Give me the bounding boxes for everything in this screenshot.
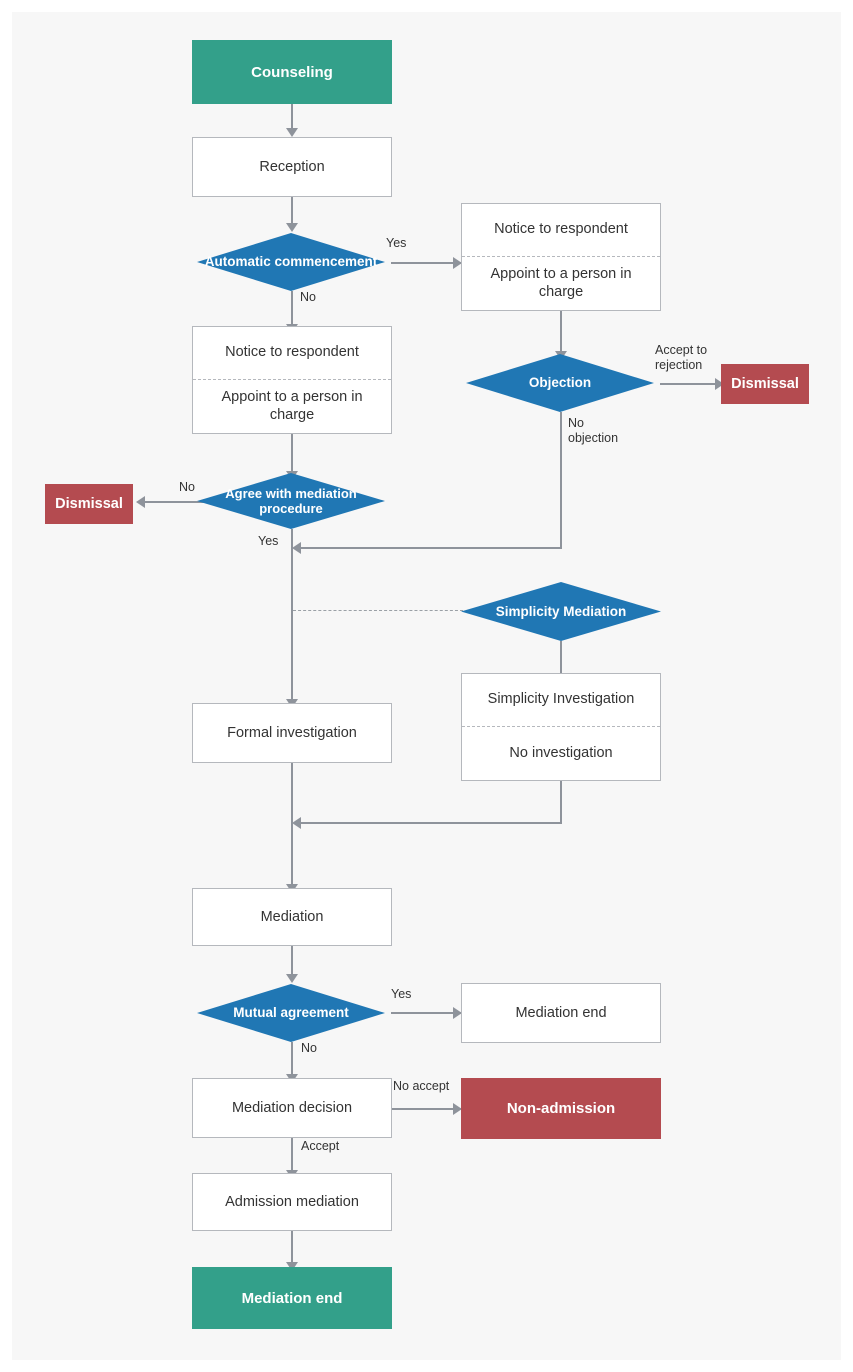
node-mediation[interactable]: Mediation	[192, 888, 392, 946]
arrowhead-dismissal-right	[715, 378, 724, 390]
connector-noticeleft-agree	[291, 434, 293, 475]
connector-objection-noobjection-v	[560, 412, 562, 549]
connector-simpinv-merge-v	[560, 781, 562, 824]
connector-auto-no	[291, 291, 293, 328]
node-simplicity-investigation-top: Simplicity Investigation	[462, 674, 660, 727]
node-formal-investigation[interactable]: Formal investigation	[192, 703, 392, 763]
arrowhead-non-admission	[453, 1103, 462, 1115]
arrowhead-mediation-end-box	[453, 1007, 462, 1019]
edge-label-mutual-no: No	[301, 1041, 317, 1055]
node-formal-investigation-label: Formal investigation	[227, 725, 357, 741]
edge-label-agree-yes: Yes	[258, 534, 279, 548]
node-automatic-commencement[interactable]: Automatic commencement	[197, 233, 385, 291]
node-non-admission-label: Non-admission	[506, 1100, 616, 1117]
connector-mutual-mediationend	[391, 1012, 467, 1014]
connector-decision-nonadmission	[391, 1108, 467, 1110]
node-simplicity-investigation-bottom: No investigation	[509, 744, 613, 761]
edge-label-auto-yes: Yes	[386, 236, 407, 250]
node-notice-respondent-left-top: Notice to respondent	[193, 327, 391, 380]
node-counseling-label: Counseling	[251, 63, 333, 81]
node-mediation-label: Mediation	[260, 909, 324, 925]
edge-label-auto-no: No	[300, 290, 316, 304]
edge-label-agree-no: No	[179, 480, 195, 494]
node-simplicity-mediation[interactable]: Simplicity Mediation	[461, 582, 661, 641]
arrowhead-notice-right	[453, 257, 462, 269]
connector-noticeright-objection	[560, 311, 562, 354]
connector-decision-admission	[291, 1137, 293, 1174]
node-admission-mediation[interactable]: Admission mediation	[192, 1173, 392, 1231]
node-dismissal-right-label: Dismissal	[731, 376, 799, 392]
arrowhead-dismissal-left	[136, 496, 145, 508]
node-mediation-end-box-label: Mediation end	[515, 1005, 607, 1021]
connector-mediation-mutual	[291, 946, 293, 977]
node-dismissal-right[interactable]: Dismissal	[721, 364, 809, 404]
arrowhead-reception	[286, 128, 298, 137]
arrowhead-auto	[286, 223, 298, 232]
edge-label-objection-accept: Accept to rejection	[655, 343, 708, 372]
arrowhead-mutual	[286, 974, 298, 983]
arrowhead-agree-merge	[292, 542, 301, 554]
node-notice-respondent-left-bottom: Appoint to a person in charge	[221, 388, 363, 423]
edge-label-mutual-yes: Yes	[391, 987, 412, 1001]
connector-dashed-simplicity	[293, 610, 463, 611]
flowchart-canvas: Yes No Accept to rejection No objection …	[12, 12, 841, 1360]
node-dismissal-left[interactable]: Dismissal	[45, 484, 133, 524]
node-mediation-end-terminal[interactable]: Mediation end	[192, 1267, 392, 1329]
connector-objection-noobjection-h	[300, 547, 562, 549]
connector-counseling-reception	[291, 104, 293, 131]
node-simplicity-investigation[interactable]: Simplicity Investigation No investigatio…	[461, 673, 661, 781]
node-counseling[interactable]: Counseling	[192, 40, 392, 104]
connector-simpinv-merge-h	[300, 822, 562, 824]
node-notice-respondent-right-bottom: Appoint to a person in charge	[490, 265, 632, 300]
node-mediation-end-terminal-label: Mediation end	[241, 1289, 343, 1307]
node-mutual-agreement[interactable]: Mutual agreement	[197, 984, 385, 1042]
connector-agree-yes-v	[291, 529, 293, 703]
node-reception-label: Reception	[259, 159, 325, 175]
node-notice-respondent-right-top: Notice to respondent	[462, 204, 660, 257]
connector-agree-dismissal	[142, 501, 242, 503]
node-mediation-decision-label: Mediation decision	[231, 1100, 353, 1116]
node-notice-respondent-right[interactable]: Notice to respondent Appoint to a person…	[461, 203, 661, 311]
connector-simplicity-investigation	[560, 641, 562, 684]
arrowhead-main-merge	[292, 817, 301, 829]
node-dismissal-left-label: Dismissal	[55, 496, 123, 512]
connector-mutual-decision	[291, 1042, 293, 1078]
node-non-admission[interactable]: Non-admission	[461, 1078, 661, 1139]
arrowhead-mediation-end-terminal	[286, 1262, 298, 1271]
edge-label-objection-no: No objection	[568, 416, 619, 445]
node-notice-respondent-left[interactable]: Notice to respondent Appoint to a person…	[192, 326, 392, 434]
node-mediation-decision[interactable]: Mediation decision	[192, 1078, 392, 1138]
connector-objection-dismissal	[660, 383, 728, 385]
node-objection[interactable]: Objection	[466, 354, 654, 412]
connector-admission-end	[291, 1231, 293, 1265]
edge-label-decision-accept: Accept	[301, 1139, 340, 1153]
node-agree-mediation[interactable]: Agree with mediation procedure	[197, 473, 385, 529]
node-reception[interactable]: Reception	[192, 137, 392, 197]
edge-label-decision-no-accept: No accept	[393, 1079, 450, 1093]
connector-auto-yes	[391, 262, 467, 264]
connector-formal-mediation	[291, 763, 293, 890]
connector-reception-auto	[291, 197, 293, 225]
node-admission-mediation-label: Admission mediation	[225, 1194, 359, 1210]
node-mediation-end-box[interactable]: Mediation end	[461, 983, 661, 1043]
